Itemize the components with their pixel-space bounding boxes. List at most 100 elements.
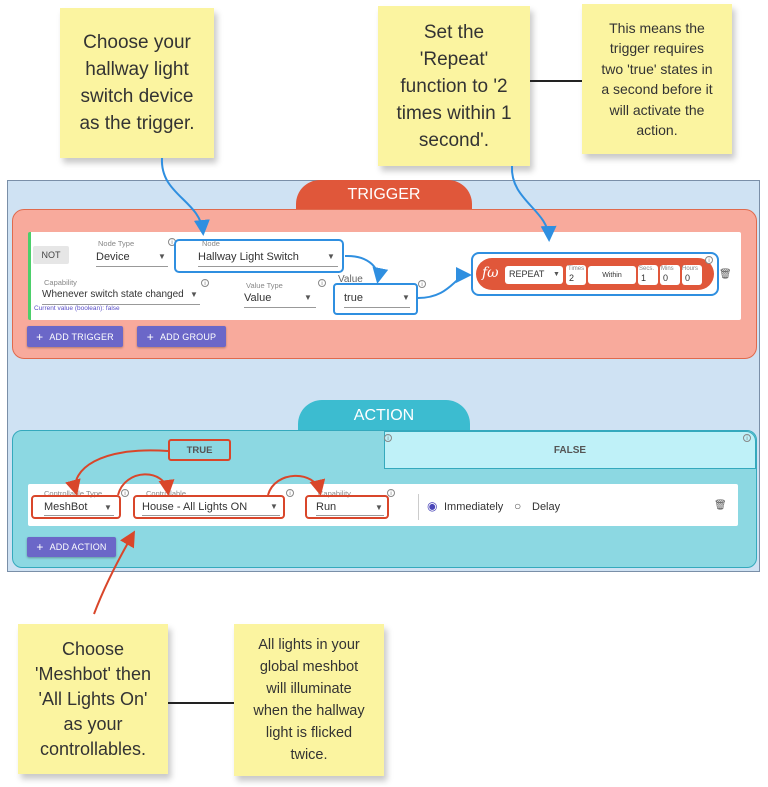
controllable-value: House - All Lights ON [142, 500, 248, 513]
add-action-label: ADD ACTION [49, 542, 107, 552]
trigger-header-text: TRIGGER [347, 186, 421, 203]
current-value-text: Current value (boolean): false [34, 305, 120, 312]
times-value: 2 [569, 273, 575, 283]
trigger-header: TRIGGER [296, 180, 472, 210]
controllable-type-value: MeshBot [44, 500, 88, 513]
note-meaning-text: This means the trigger requires two 'tru… [601, 19, 713, 139]
action-capability-select[interactable]: Run [316, 498, 384, 516]
value-type-select[interactable]: Value [244, 288, 316, 308]
connector-meaning [530, 80, 582, 82]
add-group-plus-icon: + [146, 329, 154, 344]
not-toggle-label: NOT [41, 250, 61, 260]
action-header: ACTION [298, 400, 470, 431]
action-trash-icon[interactable]: 🗑 [714, 500, 727, 511]
note-meshbot: Choose 'Meshbot' then 'All Lights On' as… [18, 624, 168, 774]
arrow-note-to-node [160, 157, 210, 236]
controllable-type-select[interactable]: MeshBot [44, 498, 114, 516]
connector-all-lights [168, 702, 234, 704]
node-type-caret-icon: ▼ [158, 252, 166, 261]
action-capability-info-icon: i [387, 489, 395, 497]
note-meaning: This means the trigger requires two 'tru… [582, 4, 732, 154]
hours-label: Hours [682, 266, 699, 272]
secs-label: Secs. [639, 266, 655, 272]
node-type-label: Node Type [98, 239, 135, 248]
tab-false-info-icon: i [743, 434, 751, 442]
arrow-note-to-action [93, 530, 135, 615]
controllable-caret-icon: ▼ [270, 502, 278, 511]
node-select-highlight [174, 239, 344, 273]
capability-value: Whenever switch state changed [42, 289, 184, 300]
node-label: Node [202, 239, 220, 248]
function-icon: fω [482, 265, 499, 281]
arrow-note-to-repeat [510, 165, 557, 242]
value-type-info-icon: i [318, 279, 326, 287]
add-trigger-button[interactable]: + ADD TRIGGER [27, 326, 123, 347]
repeat-caret-icon: ▼ [553, 271, 560, 278]
not-toggle[interactable]: NOT [33, 246, 69, 264]
repeat-select[interactable]: REPEAT [505, 266, 563, 284]
add-group-label: ADD GROUP [159, 331, 217, 342]
node-value: Hallway Light Switch [198, 250, 299, 263]
action-header-text: ACTION [353, 406, 415, 424]
arrow-controllable-to-capability [267, 474, 326, 496]
add-trigger-label: ADD TRIGGER [49, 331, 114, 342]
add-action-button[interactable]: + ADD ACTION [27, 537, 116, 557]
value-value: true [344, 291, 363, 304]
within-label-box: Within [588, 266, 636, 284]
controllable-select[interactable]: House - All Lights ON [142, 498, 280, 516]
within-label: Within [602, 271, 622, 279]
secs-input[interactable] [638, 265, 658, 285]
tab-true-label: TRUE [186, 444, 213, 456]
capability-caret-icon: ▼ [190, 290, 198, 299]
add-trigger-plus-icon: + [36, 329, 44, 344]
immediately-radio-icon[interactable]: ◉ [427, 499, 438, 513]
capability-info-icon: i [201, 279, 209, 287]
times-label: Times [568, 266, 585, 272]
tab-true-info-icon: i [384, 434, 392, 442]
note-all-lights-text: All lights in your global meshbot will i… [253, 637, 365, 763]
value-type-caret-icon: ▼ [304, 293, 312, 302]
capability-label: Capability [44, 278, 77, 287]
hours-input[interactable] [682, 265, 702, 285]
value-select-highlight [333, 283, 418, 315]
mins-value: 0 [663, 273, 669, 283]
note-repeat: Set the 'Repeat' function to '2 times wi… [378, 6, 530, 166]
controllable-type-caret-icon: ▼ [104, 503, 112, 512]
tab-false-label: FALSE [553, 444, 587, 456]
delay-radio-icon[interactable]: ○ [514, 499, 522, 513]
node-type-value: Device [96, 250, 130, 263]
arrow-true-to-type [65, 449, 169, 496]
value-caret-icon: ▼ [402, 293, 410, 302]
repeat-info-icon: i [705, 256, 713, 264]
node-type-select[interactable]: Device [96, 247, 168, 267]
value-select[interactable]: true [344, 288, 410, 308]
action-divider [418, 494, 419, 520]
tab-true[interactable]: TRUE [168, 439, 231, 461]
node-caret-icon: ▼ [327, 252, 335, 261]
arrow-value-to-repeat [417, 267, 472, 299]
value-label: Value [338, 274, 363, 285]
hours-value: 0 [685, 273, 691, 283]
tab-false[interactable]: FALSE [384, 431, 756, 469]
action-capability-caret-icon: ▼ [375, 503, 383, 512]
mins-label: Mins [661, 266, 674, 272]
repeat-value: REPEAT [509, 269, 545, 279]
add-action-plus-icon: + [36, 540, 44, 554]
note-all-lights: All lights in your global meshbot will i… [234, 624, 384, 776]
capability-select[interactable]: Whenever switch state changed [42, 285, 200, 305]
action-capability-highlight [305, 495, 389, 519]
controllable-highlight [133, 495, 285, 519]
value-type-value: Value [244, 291, 272, 304]
secs-value: 1 [641, 273, 647, 283]
add-group-button[interactable]: + ADD GROUP [137, 326, 226, 347]
note-choose-device: Choose your hallway light switch device … [60, 8, 214, 158]
times-input[interactable] [566, 265, 586, 285]
node-select[interactable]: Hallway Light Switch [198, 247, 338, 267]
mins-input[interactable] [660, 265, 680, 285]
note-repeat-text: Set the 'Repeat' function to '2 times wi… [396, 21, 512, 151]
trigger-trash-icon[interactable]: 🗑 [719, 269, 732, 280]
controllable-type-highlight [31, 495, 121, 519]
arrow-node-to-value [344, 254, 389, 284]
note-choose-device-text: Choose your hallway light switch device … [79, 32, 195, 134]
